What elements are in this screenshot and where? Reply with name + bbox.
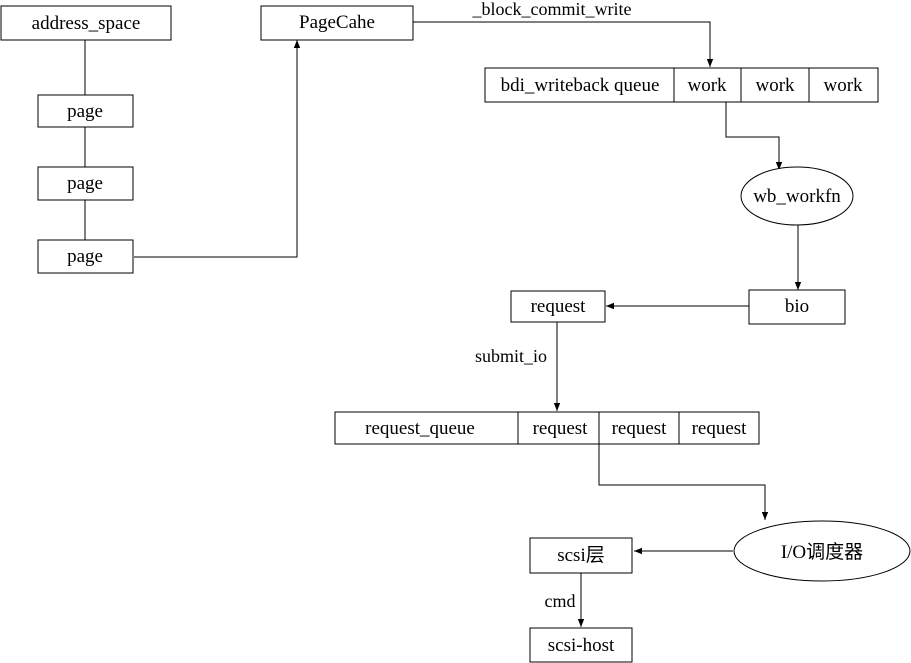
node-bdi-queue [484, 67, 675, 103]
node-request-label: request [531, 296, 587, 317]
node-bdi-queue-label: bdi_writeback queue [501, 75, 660, 96]
node-scsi-layer [529, 537, 633, 574]
node-scsi-host-label: scsi-host [548, 635, 615, 656]
node-page-1-label: page [67, 101, 103, 122]
node-page-cache [260, 5, 414, 41]
node-page-2 [37, 166, 134, 201]
node-work-2-label: work [755, 75, 795, 96]
node-page-1 [37, 94, 134, 128]
node-wb-workfn-label: wb_workfn [753, 186, 841, 207]
node-rq-request-1-label: request [533, 418, 589, 439]
node-work-2 [740, 67, 810, 103]
node-wb-workfn [740, 166, 854, 226]
node-io-scheduler-label: I/O调度器 [781, 541, 863, 563]
node-address-space [0, 5, 172, 41]
node-rq-request-2-label: request [612, 418, 668, 439]
edge-label-cmd: cmd [545, 591, 576, 611]
node-rq-request-3 [678, 411, 760, 445]
edge-label-block-commit-write: _block_commit_write [472, 0, 632, 19]
arrow-page-to-pagecache [134, 40, 301, 258]
node-request-queue-label: request_queue [365, 418, 475, 439]
node-scsi-layer-label: scsi层 [557, 545, 605, 566]
arrow-request-to-io-scheduler [598, 444, 769, 520]
node-address-space-label: address_space [32, 13, 141, 34]
arrow-work-to-wb-workfn [725, 102, 783, 170]
edge-label-submit-io: submit_io [475, 346, 547, 366]
node-work-3-label: work [823, 75, 863, 96]
arrow-pagecache-to-work [413, 21, 714, 67]
node-request-queue [334, 411, 519, 445]
node-scsi-host [529, 627, 633, 663]
node-io-scheduler [733, 520, 911, 582]
node-page-3 [37, 239, 134, 274]
node-page-3-label: page [67, 246, 103, 267]
node-work-3 [808, 67, 879, 103]
node-work-1-label: work [687, 75, 727, 96]
node-page-2-label: page [67, 173, 103, 194]
node-rq-request-3-label: request [692, 418, 748, 439]
node-rq-request-1 [517, 411, 600, 445]
node-work-1 [673, 67, 742, 103]
node-bio [748, 289, 846, 325]
node-bio-label: bio [785, 296, 809, 317]
node-rq-request-2 [598, 411, 680, 445]
node-page-cache-label: PageCahe [299, 12, 375, 33]
node-request [510, 290, 606, 323]
